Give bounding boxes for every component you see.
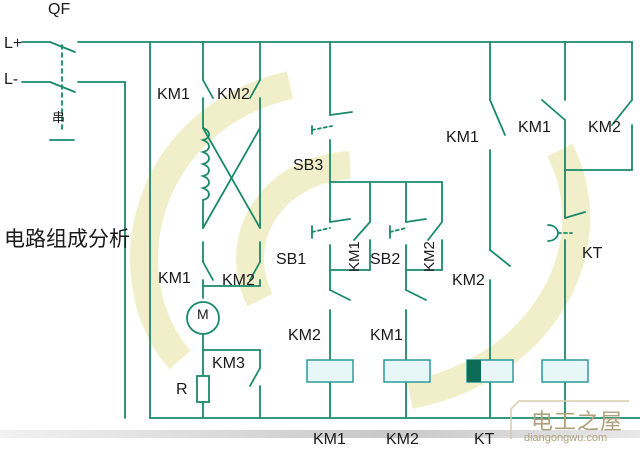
wires [21,41,640,419]
label-l-plus: L+ [4,35,23,52]
watermark-sub: diangongwu.com [524,432,608,444]
label-km1-interlock: KM1 [370,327,403,344]
bottom-label-km1: KM1 [313,431,346,448]
label-ground-char: 串 [52,110,66,125]
coils [306,359,589,383]
watermark [509,399,633,443]
watermark-frame-icon [510,400,629,439]
label-km2-lower: KM2 [222,272,255,289]
page-title: 电路组成分析 [4,227,130,251]
bottom-label-kt: KT [474,431,495,448]
label-km3: KM3 [212,355,245,372]
label-km1-top: KM1 [157,86,190,103]
label-km1-col: KM1 [446,129,479,146]
label-sb2: SB2 [370,251,401,268]
km2-coil [383,359,431,383]
label-sb1: SB1 [276,251,307,268]
km1-coil [306,359,354,383]
label-sb2-km2: KM2 [421,241,438,272]
label-km2-interlock: KM2 [288,327,321,344]
watermark-main: 电工之屋 [531,410,624,435]
label-l-minus: L- [4,71,19,88]
label-sb3: SB3 [293,157,324,174]
label-km2-top: KM2 [217,86,250,103]
label-r: R [176,381,188,398]
label-km1-col2: KM1 [518,119,551,136]
label-km1-lower: KM1 [158,270,191,287]
label-km2-col3: KM2 [588,119,621,136]
bottom-label-km2: KM2 [386,431,419,448]
extra-coil [541,359,589,383]
bottom-band [0,430,640,438]
label-sb1-km1: KM1 [346,241,363,272]
label-km2-col: KM2 [452,272,485,289]
kt-coil-delay-block [467,360,481,382]
label-motor: M [197,306,209,322]
label-qf: QF [48,1,71,18]
label-kt: KT [582,245,603,262]
